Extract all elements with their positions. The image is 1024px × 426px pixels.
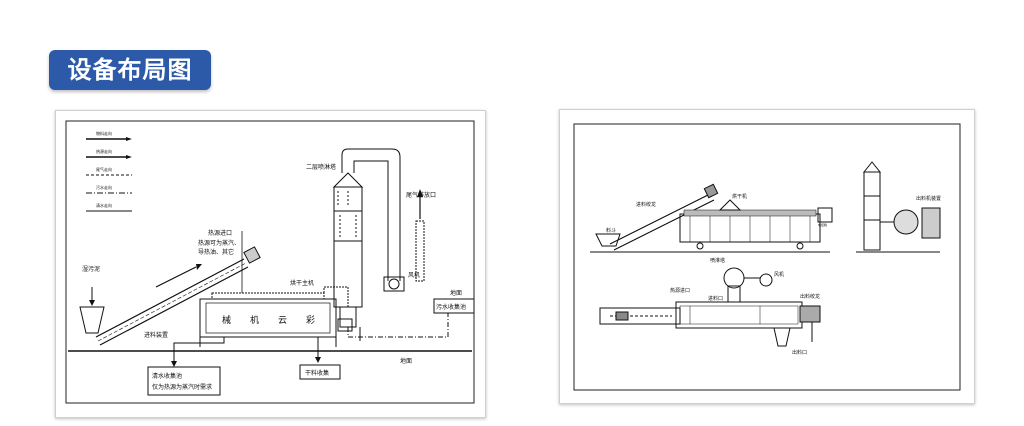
side-fan (893, 209, 919, 235)
label-feed-port: 进料口 (708, 295, 723, 302)
plan-spray-tower (723, 267, 745, 289)
label-dry-collect: 干料收集 (305, 369, 329, 377)
legend-exhaust: 尾气走向 (96, 166, 112, 172)
sludge-hopper (79, 306, 105, 334)
label-discharge-device: 出料机装置 (916, 195, 941, 202)
label-heat-inlet-plan: 热源进口 (670, 287, 690, 294)
fan-unit (383, 276, 405, 292)
legend-material: 物料走向 (96, 130, 112, 136)
exhaust-duct (341, 148, 405, 292)
label-ground-2: 地面 (400, 357, 412, 365)
label-discharge-port: 出料口 (792, 349, 807, 356)
side-dryer (679, 199, 833, 250)
left-layout-panel: 物料走向 热源走向 尾气走向 污水走向 清水走向 (55, 110, 486, 418)
label-hopper: 料斗 (606, 227, 616, 234)
label-fan-plan: 风机 (774, 271, 784, 278)
dry-material-box (299, 364, 341, 380)
label-clean-pool-2: 仅为热源为蒸汽时需求 (152, 383, 212, 391)
clean-water-box (147, 366, 221, 396)
label-spray-tower: 二层喷淋塔 (306, 163, 336, 171)
label-sludge: 湿污泥 (82, 265, 100, 273)
plan-view (599, 267, 821, 347)
label-dryer-main: 烘干主机 (290, 279, 314, 287)
brand-char-1: 械 (222, 314, 231, 326)
page-title: 设备布局图 (49, 50, 211, 90)
discharge-unit (921, 207, 941, 239)
feed-conveyor (95, 246, 261, 346)
label-ground-1: 地面 (450, 289, 462, 297)
right-layout-diagram: 进料绞龙 烘干机 料斗 电控箱 出料机装置 喷淋塔 风机 热源进口 进料口 出料… (573, 123, 961, 391)
label-clean-pool-1: 清水收集池 (152, 372, 182, 380)
legend: 物料走向 热源走向 尾气走向 污水走向 清水走向 (86, 130, 132, 212)
label-heat-inlet: 热源进口 (208, 229, 232, 237)
legend-clean-water: 清水走向 (96, 202, 112, 208)
label-discharge-conveyor: 出料绞龙 (800, 293, 820, 300)
label-fan: 风机 (408, 271, 420, 279)
brand-char-4: 彩 (306, 315, 315, 326)
label-feeder: 进料装置 (144, 331, 168, 339)
label-dryer: 烘干机 (732, 193, 747, 200)
legend-heat: 热源走向 (96, 148, 112, 154)
control-box (817, 207, 833, 223)
plan-fan (759, 273, 773, 287)
right-layout-panel: 进料绞龙 烘干机 料斗 电控箱 出料机装置 喷淋塔 风机 热源进口 进料口 出料… (559, 109, 975, 404)
left-layout-diagram: 物料走向 热源走向 尾气走向 污水走向 清水走向 (65, 120, 475, 404)
sewage-pool-box (433, 298, 475, 314)
side-feed-screw (595, 183, 719, 251)
brand-char-3: 云 (278, 316, 287, 326)
label-sewage-pool: 污水收集池 (436, 303, 466, 311)
label-spray-tower-plan: 喷淋塔 (710, 257, 725, 264)
exhaust-outlet (415, 189, 425, 282)
drawing-frame-right (573, 123, 961, 391)
brand-char-2: 机 (250, 314, 259, 326)
right-labels: 进料绞龙 烘干机 料斗 电控箱 出料机装置 喷淋塔 风机 热源进口 进料口 出料… (606, 193, 941, 356)
label-heat-desc-2: 导热油、其它 (198, 248, 234, 256)
drawing-frame (65, 120, 475, 404)
plan-discharge-port (773, 327, 791, 347)
left-labels: 二层喷淋塔 尾气排放口 热源进口 热源可为蒸汽、 导热油、其它 湿污泥 烘干主机… (82, 163, 466, 391)
side-spray-tower (856, 161, 941, 253)
dryer-main: 械 机 云 彩 (199, 292, 353, 347)
label-exhaust-outlet: 尾气排放口 (406, 191, 436, 199)
legend-sewage: 污水走向 (96, 184, 112, 190)
spray-tower (332, 172, 364, 341)
label-feed-conveyor: 进料绞龙 (636, 201, 656, 208)
label-heat-desc-1: 热源可为蒸汽、 (198, 239, 240, 247)
label-control-box: 电控箱 (818, 222, 827, 227)
